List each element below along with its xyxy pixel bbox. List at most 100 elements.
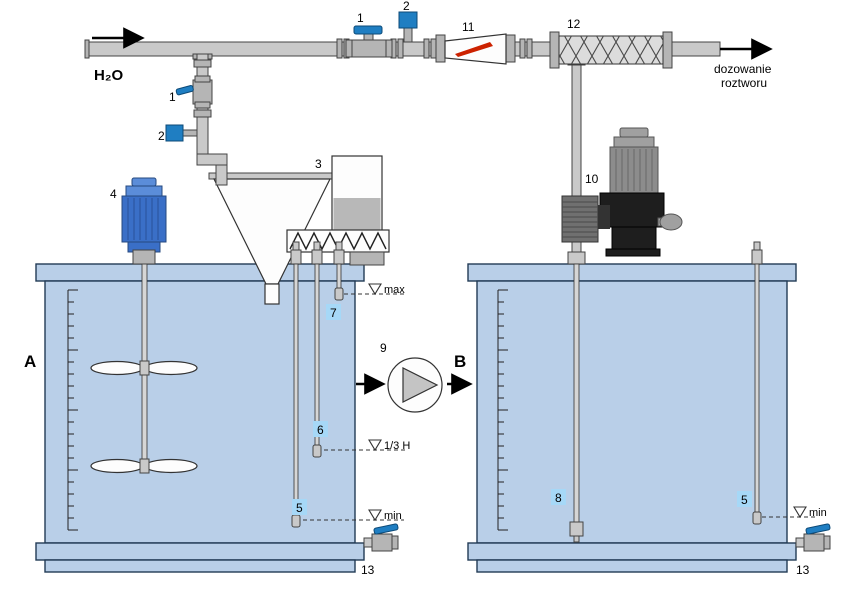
branch-pipe [193, 53, 228, 186]
tank-a-body [44, 280, 356, 544]
tag-13-drain-b: 13 [796, 563, 810, 577]
probe-tip [752, 511, 762, 525]
branch-valve [175, 75, 213, 109]
motor-fins [127, 198, 159, 240]
tag-4-motor: 4 [110, 187, 117, 201]
branch-outlet [215, 164, 228, 186]
drain-stub [363, 537, 373, 548]
probe-cap [753, 241, 761, 251]
tag-5-probe-a: 5 [296, 501, 303, 515]
pump-head-connector [598, 205, 610, 229]
tank-a-bottom-rim [35, 542, 365, 561]
probe-tip [291, 514, 301, 528]
suction-lance-b [567, 251, 586, 543]
branch-sensor [165, 124, 198, 142]
outlet-label-line1: dozowanie [714, 62, 772, 76]
dosing-line-upper [571, 54, 582, 198]
probe-cap [292, 241, 300, 251]
hopper [331, 155, 383, 233]
probe-cap [313, 241, 321, 251]
funnel-lip [208, 172, 336, 180]
probe-rod [754, 263, 760, 513]
inline-sensor [398, 11, 418, 43]
tag-7-probe: 7 [330, 306, 337, 320]
diaphragm-ribs [562, 201, 598, 238]
drain-stub [795, 537, 805, 548]
drain-body [803, 533, 825, 552]
inline-valve-nuts [345, 39, 393, 58]
pump-motor-cap [619, 127, 649, 138]
foot-valve-nub [573, 535, 580, 543]
branch-valve-handle [175, 85, 194, 96]
feeder-support [349, 251, 385, 266]
tag-2-branch: 2 [158, 129, 165, 143]
tag-12-mixer: 12 [567, 17, 581, 31]
dosing-pump [561, 127, 683, 257]
propeller-hub [139, 458, 150, 474]
tag-11-flowmeter: 11 [462, 20, 475, 34]
drain-valve-b [795, 523, 831, 552]
level-symbol-min-b [793, 506, 807, 519]
level-label-min-b: min [809, 507, 827, 519]
pipe-end-cap [84, 39, 90, 59]
drain-body [371, 533, 393, 552]
tank-b-label: B [454, 352, 466, 371]
agitator [90, 251, 198, 474]
tank-a-base [44, 559, 356, 573]
highlight-5a [292, 499, 307, 515]
probe-rod [314, 263, 320, 446]
level-symbol-max [368, 283, 382, 296]
screw-feeder [286, 229, 390, 266]
water-label: H₂O [94, 67, 123, 84]
branch-sensor-stem [182, 129, 198, 137]
flow-meter [435, 33, 516, 65]
tag-13-drain-a: 13 [361, 563, 375, 577]
tag-8-lance: 8 [555, 491, 562, 505]
drain-cap [823, 535, 831, 550]
tank-b-body [476, 280, 788, 544]
funnel-spout [264, 283, 280, 305]
tag-6-probe: 6 [317, 423, 324, 437]
propeller-blade [144, 458, 198, 474]
inline-valve-body [347, 39, 389, 58]
motor-flange [132, 249, 156, 265]
level-symbol-min-a [368, 509, 382, 522]
branch-unions [193, 59, 212, 118]
level-label-min-a: min [384, 510, 402, 522]
pump-triangle [402, 367, 439, 403]
probe-cap [335, 241, 343, 251]
tag-10-line: 10 [585, 172, 599, 186]
tag-1-inline: 1 [357, 11, 364, 25]
agitator-motor [121, 177, 167, 265]
diaphragm-head [561, 195, 599, 243]
static-mixer [549, 31, 673, 69]
tank-b-top-rim [467, 263, 797, 282]
probe-tip [334, 287, 344, 301]
propeller-hub [139, 360, 150, 376]
inline-valve-handle [353, 25, 383, 35]
labels: H₂O dozowanie roztworu A B 1 2 1 2 3 4 5… [24, 0, 827, 577]
propeller-blade [90, 360, 144, 376]
branch-valve-body [192, 79, 213, 105]
pump-lower-body [611, 226, 657, 250]
propeller-blade [144, 360, 198, 376]
tank-b [467, 263, 797, 573]
tank-b-level-scale [497, 289, 508, 531]
level-symbol-third [368, 439, 382, 452]
motor-cap [131, 177, 157, 187]
tank-a-level-scale [67, 289, 78, 531]
tag-3-funnel: 3 [315, 157, 322, 171]
motor-fan-housing [125, 185, 163, 197]
drain-handle [373, 523, 399, 535]
probe-min-b [751, 241, 763, 525]
propeller-blade [90, 458, 144, 474]
lance-tube [573, 263, 580, 523]
branch-vertical [196, 53, 209, 165]
probe-rod [293, 263, 299, 516]
funnel [208, 172, 336, 305]
transfer-pump [356, 357, 473, 413]
level-markers [303, 283, 816, 522]
level-label-third: 1/3 H [384, 440, 410, 452]
probe-tip [312, 444, 322, 458]
